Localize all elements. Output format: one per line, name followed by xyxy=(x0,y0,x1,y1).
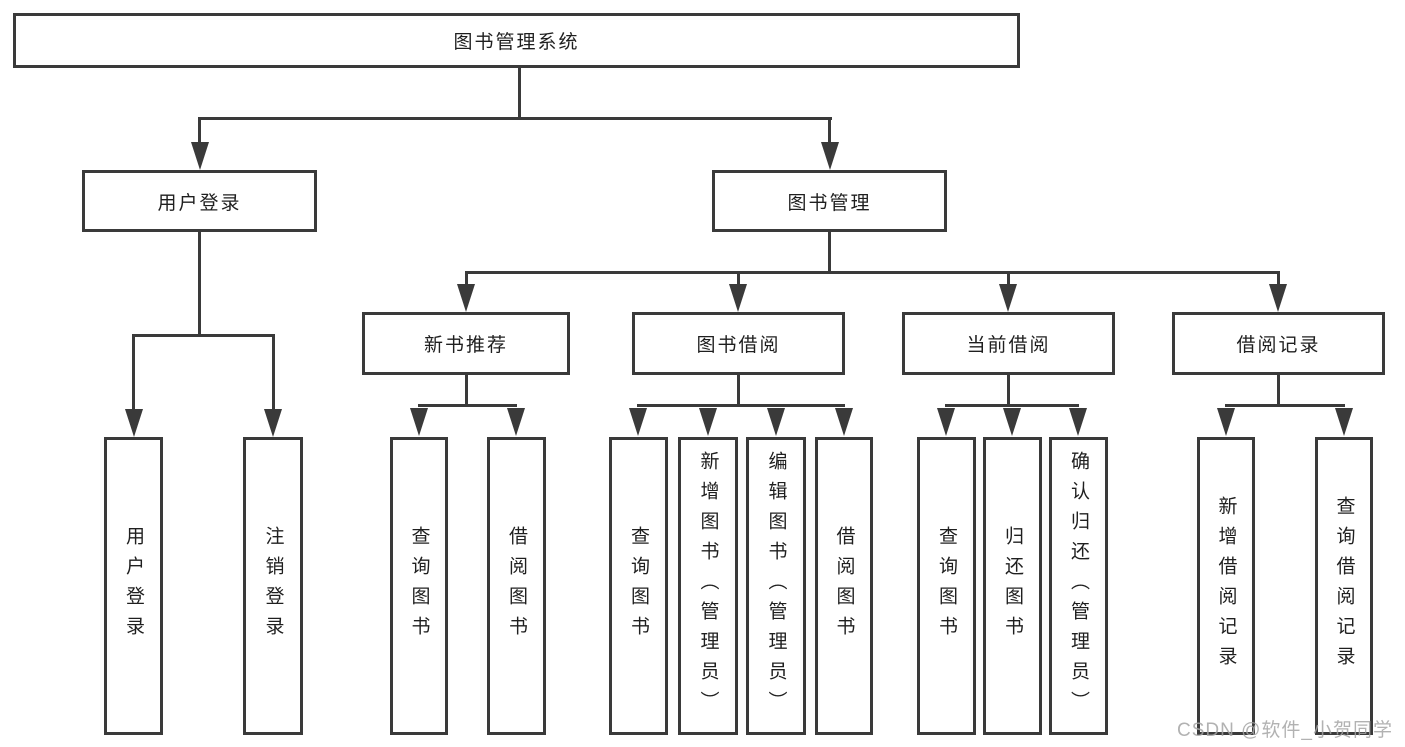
leaf-current-confirm-return-admin-label: 确认归还（管理员） xyxy=(1068,451,1089,721)
node-borrow-records: 借阅记录 xyxy=(1172,312,1385,375)
connector-vline xyxy=(737,375,740,405)
arrow-down-icon xyxy=(821,142,839,170)
leaf-borrow-edit-books-admin: 编辑图书（管理员） xyxy=(746,437,806,735)
leaf-recommend-borrow-books-label: 借阅图书 xyxy=(506,526,527,646)
leaf-borrow-edit-books-admin-label: 编辑图书（管理员） xyxy=(765,451,787,721)
node-book-management: 图书管理 xyxy=(712,170,947,232)
leaf-borrow-query-books-label: 查询图书 xyxy=(628,526,649,646)
connector-hline xyxy=(418,404,517,407)
leaf-recommend-borrow-books: 借阅图书 xyxy=(487,437,546,735)
leaf-borrow-borrow-books: 借阅图书 xyxy=(815,437,873,735)
connector-vline xyxy=(198,117,201,144)
arrow-down-icon xyxy=(767,408,785,436)
node-borrow-records-label: 借阅记录 xyxy=(1236,335,1321,356)
connector-vline xyxy=(518,67,521,119)
node-new-book-recommend: 新书推荐 xyxy=(362,312,570,375)
connector-hline xyxy=(945,404,1079,407)
arrow-down-icon xyxy=(507,408,525,436)
leaf-recommend-query-books-label: 查询图书 xyxy=(408,526,430,646)
node-book-borrow-label: 图书借阅 xyxy=(696,335,781,356)
arrow-down-icon xyxy=(1335,408,1353,436)
leaf-recommend-query-books: 查询图书 xyxy=(390,437,448,735)
leaf-logout: 注销登录 xyxy=(243,437,303,735)
connector-vline xyxy=(1007,271,1010,285)
leaf-records-query-record-label: 查询借阅记录 xyxy=(1333,496,1355,676)
node-current-borrow: 当前借阅 xyxy=(902,312,1115,375)
arrow-down-icon xyxy=(835,408,853,436)
node-new-book-recommend-label: 新书推荐 xyxy=(423,335,508,356)
leaf-current-query-books: 查询图书 xyxy=(917,437,976,735)
arrow-down-icon xyxy=(1269,284,1287,312)
node-book-borrow: 图书借阅 xyxy=(632,312,845,375)
arrow-down-icon xyxy=(1069,408,1087,436)
leaf-current-return-books: 归还图书 xyxy=(983,437,1042,735)
connector-vline xyxy=(272,334,275,410)
connector-hline xyxy=(637,404,845,407)
leaf-user-login: 用户登录 xyxy=(104,437,163,735)
arrow-down-icon xyxy=(1003,408,1021,436)
leaf-records-query-record: 查询借阅记录 xyxy=(1315,437,1373,735)
leaf-borrow-query-books: 查询图书 xyxy=(609,437,668,735)
arrow-down-icon xyxy=(410,408,428,436)
connector-vline xyxy=(737,271,740,285)
arrow-down-icon xyxy=(457,284,475,312)
arrow-down-icon xyxy=(125,409,143,437)
node-root: 图书管理系统 xyxy=(13,13,1020,68)
arrow-down-icon xyxy=(937,408,955,436)
node-root-label: 图书管理系统 xyxy=(453,32,580,53)
leaf-records-add-record: 新增借阅记录 xyxy=(1197,437,1255,735)
leaf-logout-label: 注销登录 xyxy=(262,526,284,646)
connector-vline xyxy=(828,232,831,273)
connector-hline xyxy=(465,271,1279,274)
arrow-down-icon xyxy=(699,408,717,436)
node-user-login-label: 用户登录 xyxy=(157,192,242,214)
leaf-current-confirm-return-admin: 确认归还（管理员） xyxy=(1049,437,1108,735)
arrow-down-icon xyxy=(629,408,647,436)
leaf-borrow-add-books-admin: 新增图书（管理员） xyxy=(678,437,738,735)
arrow-down-icon xyxy=(191,142,209,170)
node-book-management-label: 图书管理 xyxy=(787,192,872,214)
leaf-borrow-add-books-admin-label: 新增图书（管理员） xyxy=(697,451,719,721)
arrow-down-icon xyxy=(729,284,747,312)
arrow-down-icon xyxy=(1217,408,1235,436)
connector-hline xyxy=(198,117,832,120)
connector-vline xyxy=(465,375,468,405)
arrow-down-icon xyxy=(999,284,1017,312)
connector-vline xyxy=(1277,375,1280,405)
leaf-borrow-borrow-books-label: 借阅图书 xyxy=(833,526,855,646)
connector-vline xyxy=(1007,375,1010,405)
leaf-records-add-record-label: 新增借阅记录 xyxy=(1215,496,1237,676)
connector-vline xyxy=(132,334,135,410)
connector-hline xyxy=(132,334,274,337)
leaf-current-query-books-label: 查询图书 xyxy=(936,526,957,646)
connector-hline xyxy=(1225,404,1345,407)
connector-vline xyxy=(828,117,831,144)
arrow-down-icon xyxy=(264,409,282,437)
connector-vline xyxy=(1277,271,1280,285)
connector-vline xyxy=(198,232,201,335)
node-current-borrow-label: 当前借阅 xyxy=(966,335,1051,356)
leaf-user-login-label: 用户登录 xyxy=(123,526,144,646)
watermark: CSDN @软件_小贺同学 xyxy=(1177,720,1393,741)
connector-vline xyxy=(465,271,468,285)
leaf-current-return-books-label: 归还图书 xyxy=(1002,526,1023,646)
node-user-login: 用户登录 xyxy=(82,170,317,232)
